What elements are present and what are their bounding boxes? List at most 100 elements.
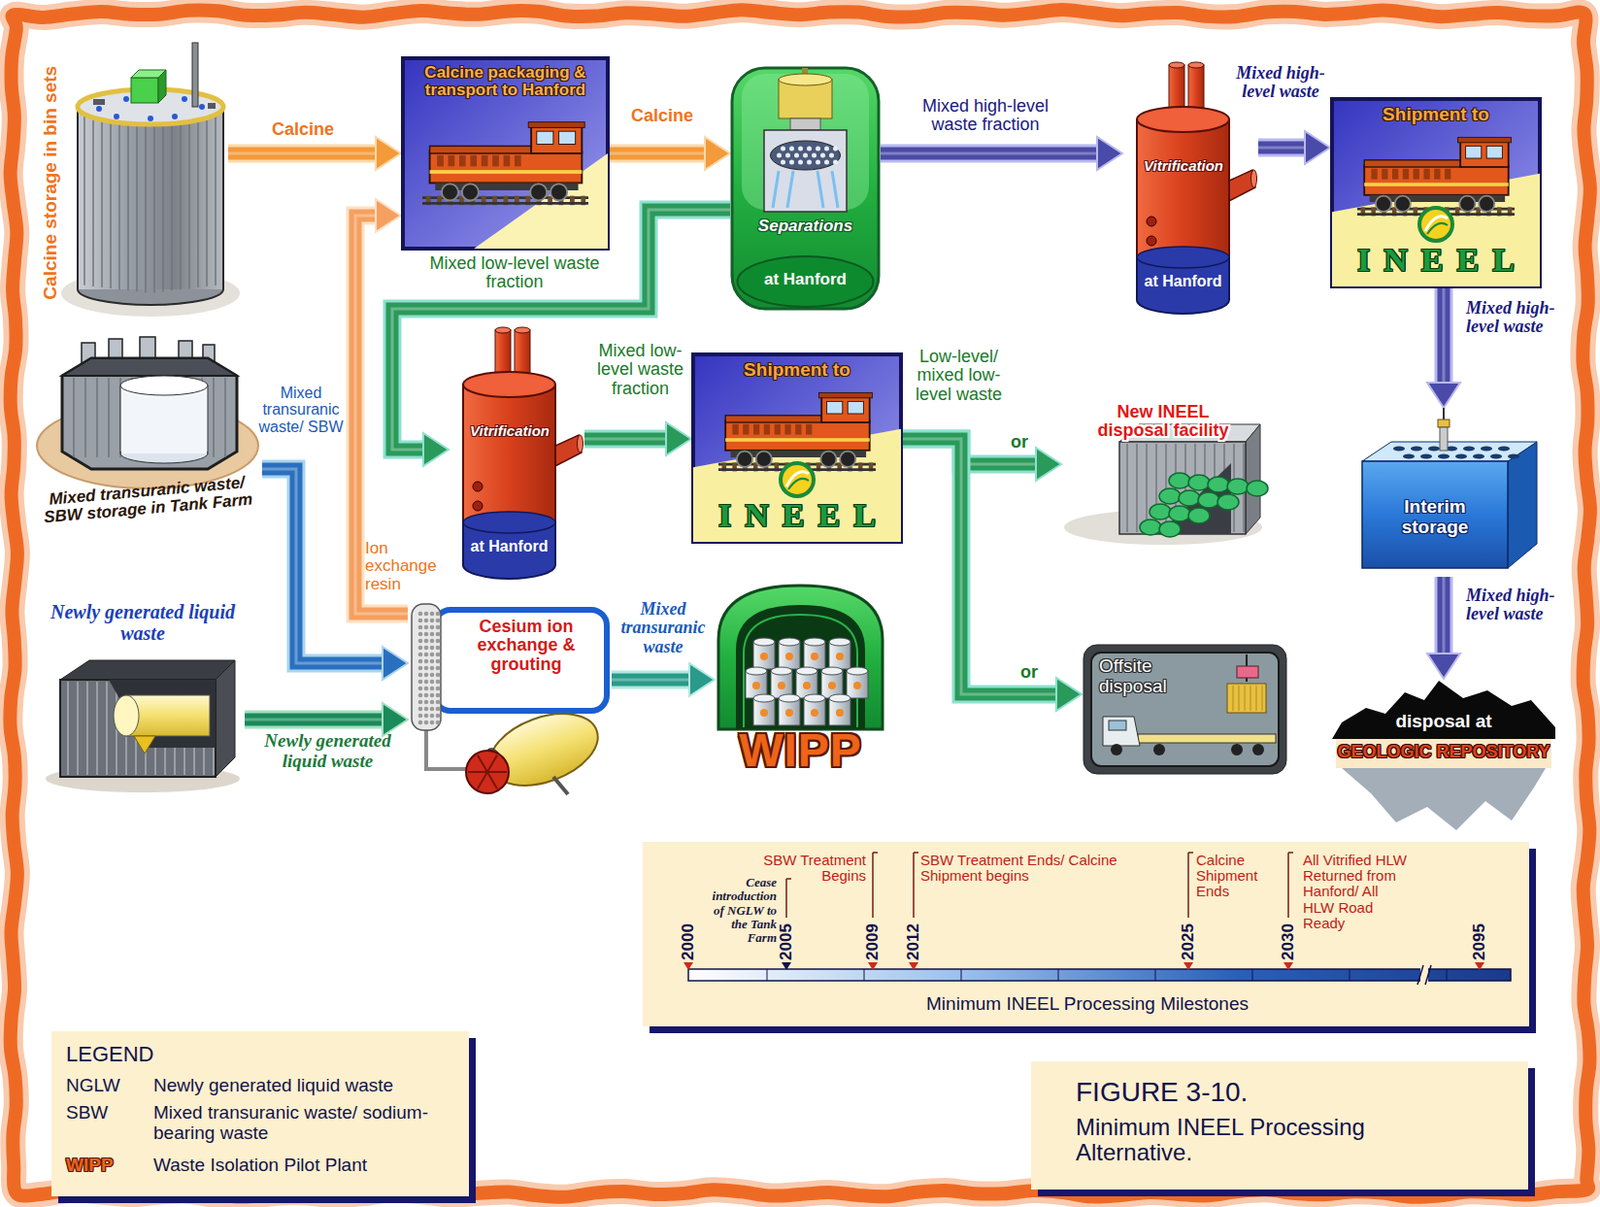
shipment-box: Shipment toINEEL xyxy=(1330,97,1542,289)
circle-shape xyxy=(1146,235,1157,246)
circle-shape xyxy=(806,146,812,152)
polygon-shape xyxy=(1245,424,1261,534)
flow-arrow xyxy=(609,136,731,170)
arrow-shaft xyxy=(880,147,1098,161)
milestone-bracket xyxy=(871,852,874,918)
circle-shape xyxy=(798,146,803,152)
disposal-facility: New INEEL disposal facility xyxy=(1061,402,1266,546)
arrow-shaft xyxy=(1437,576,1451,654)
annotation-label: 2095 xyxy=(1469,912,1490,971)
circle-shape xyxy=(418,645,424,651)
illustration-group xyxy=(463,327,584,579)
circle-shape xyxy=(430,720,435,726)
line-shape xyxy=(212,377,215,458)
ellipse-shape xyxy=(829,694,851,702)
line-shape xyxy=(197,110,200,288)
rect-shape xyxy=(1236,666,1259,678)
rect-shape xyxy=(725,437,870,442)
circle-shape xyxy=(756,451,772,467)
circle-shape xyxy=(802,153,808,159)
line-shape xyxy=(772,170,779,208)
node-text: Offsite disposal xyxy=(1099,656,1216,697)
line-shape xyxy=(487,770,507,773)
circle-shape xyxy=(789,146,795,152)
circle-shape xyxy=(435,686,441,692)
circle-shape xyxy=(418,672,424,678)
circle-shape xyxy=(811,153,817,159)
rect-shape xyxy=(1437,419,1450,428)
polygon-shape xyxy=(133,735,156,754)
ellipse-shape xyxy=(1251,169,1258,188)
annotation-label: Low-level/ mixed low-level waste xyxy=(907,347,1010,404)
circle-shape xyxy=(418,686,424,692)
circle-shape xyxy=(418,652,424,658)
rect-shape xyxy=(1381,168,1388,180)
vitrification-vessel: Vitrificationat Hanford xyxy=(1122,61,1259,319)
circle-shape xyxy=(424,659,430,665)
rect-shape xyxy=(784,424,791,435)
year-marker xyxy=(867,962,878,970)
polygon-shape xyxy=(1341,767,1546,831)
circle-shape xyxy=(147,115,154,122)
illustration-group xyxy=(402,58,608,249)
circle-shape xyxy=(1153,743,1166,756)
arrow-shaft xyxy=(609,147,705,161)
arrow-head xyxy=(1427,653,1461,679)
illustration-group xyxy=(1083,644,1287,774)
circle-shape xyxy=(1146,216,1157,227)
line-shape xyxy=(1233,685,1234,711)
arrow-shaft xyxy=(1258,141,1305,155)
brush-frame xyxy=(9,9,1591,1198)
circle-shape xyxy=(760,652,768,661)
line-shape xyxy=(96,681,99,775)
rect-shape xyxy=(503,155,511,167)
ellipse-shape xyxy=(514,327,531,334)
path-shape xyxy=(735,604,866,730)
circle-shape xyxy=(430,645,435,651)
circle-shape xyxy=(424,693,430,699)
rect-shape xyxy=(93,99,105,105)
circle-shape xyxy=(96,105,102,112)
circle-shape xyxy=(418,638,424,644)
polygon-shape xyxy=(158,69,167,103)
line-shape xyxy=(1256,685,1258,711)
ineel-logo xyxy=(1419,207,1453,241)
node-text: Vitrification xyxy=(1130,158,1237,174)
arrow-head xyxy=(704,136,731,170)
arrow-highlight xyxy=(1442,288,1446,383)
circle-shape xyxy=(789,160,795,166)
annotation-label: Minimum INEEL Processing Milestones xyxy=(834,994,1340,1015)
edge-label: Mixed high-level waste xyxy=(1466,586,1567,625)
rect-shape xyxy=(469,155,477,167)
line-shape xyxy=(462,522,465,566)
circle-shape xyxy=(441,183,459,200)
line-shape xyxy=(66,681,69,775)
arrow-shaft xyxy=(611,673,690,687)
rect-shape xyxy=(1460,140,1509,167)
circle-shape xyxy=(424,672,430,678)
tank-farm: Mixed transuranic waste/ SBW storage in … xyxy=(33,336,263,570)
circle-shape xyxy=(418,706,424,712)
flow-arrow xyxy=(584,422,692,456)
ellipse-shape xyxy=(1402,453,1415,459)
line-shape xyxy=(72,377,75,458)
circle-shape xyxy=(780,160,786,166)
arrow-head xyxy=(1035,447,1062,481)
line-shape xyxy=(170,110,173,291)
rect-shape xyxy=(1413,168,1420,180)
line-shape xyxy=(1250,685,1252,711)
ellipse-shape xyxy=(1188,507,1210,524)
arrow-highlight xyxy=(902,438,1057,695)
edge-label: Mixed low-level waste fraction xyxy=(427,254,602,293)
illustration-group xyxy=(45,660,240,793)
polygon-shape xyxy=(62,358,237,376)
circle-shape xyxy=(418,632,424,637)
arrow-outline xyxy=(609,144,705,164)
circle-shape xyxy=(828,681,836,690)
circle-shape xyxy=(418,625,424,631)
milestone-bracket xyxy=(872,851,878,854)
circle-shape xyxy=(418,693,424,699)
line-shape xyxy=(817,170,824,208)
circle-shape xyxy=(806,160,812,166)
